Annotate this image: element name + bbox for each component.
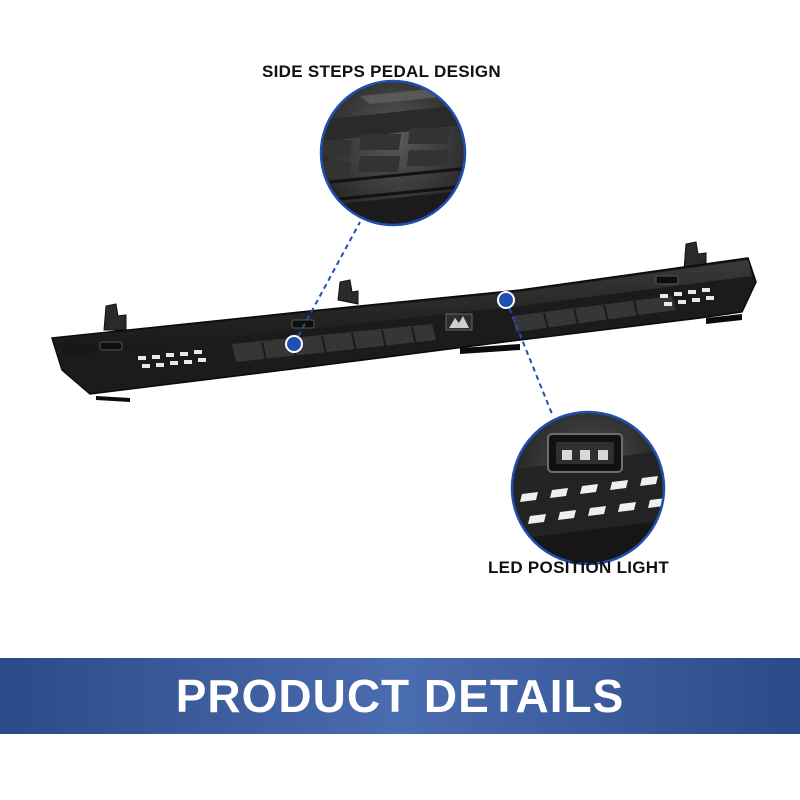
product-scene (51, 79, 757, 566)
led-lights (99, 275, 679, 351)
side-step-bar (51, 241, 757, 402)
banner-title: PRODUCT DETAILS (175, 670, 625, 722)
perforated-end-right (660, 288, 714, 306)
mounting-brackets (103, 241, 707, 331)
product-details-banner: PRODUCT DETAILS (0, 658, 800, 734)
leader-line-led (505, 299, 553, 415)
pedal-callout-label: SIDE STEPS PEDAL DESIGN (262, 62, 501, 81)
led-callout-label: LED POSITION LIGHT (488, 558, 670, 577)
leader-lines (293, 221, 553, 415)
callout-dot-icon (285, 335, 303, 353)
zoom-led-detail (510, 410, 666, 566)
mountain-logo-icon (445, 313, 473, 331)
perforated-end-left (138, 350, 206, 368)
callout-dot-icon (497, 291, 515, 309)
zoom-pedal-detail (319, 79, 467, 227)
